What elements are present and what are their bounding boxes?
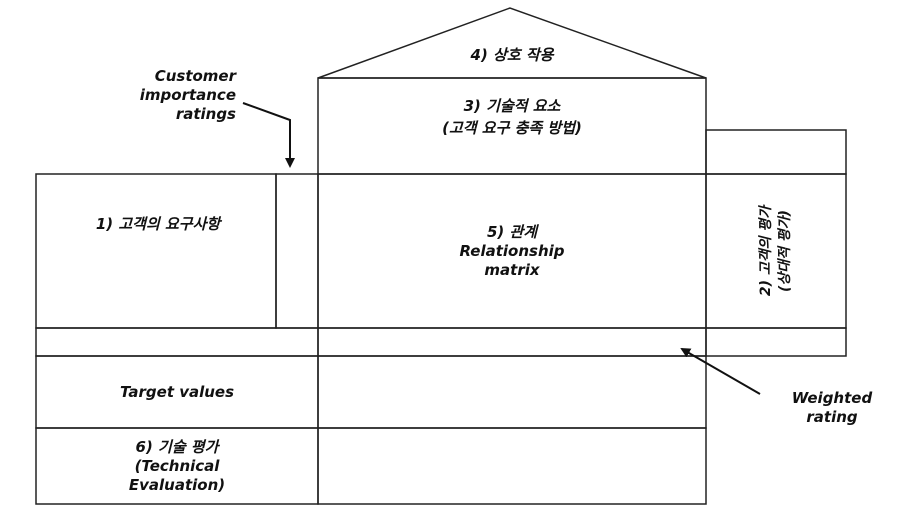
weighted-arrow	[680, 348, 761, 395]
customer-needs-box	[35, 173, 277, 329]
competitive-line1: 2) 고객의 평가	[758, 204, 774, 296]
tech-eval-cells	[317, 427, 707, 505]
weighted-rating-row-mid	[317, 327, 707, 357]
importance-line2: importance	[140, 86, 236, 104]
roof-label: 4) 상호 작용	[470, 46, 555, 64]
relationship-line2: Relationship	[459, 242, 564, 260]
customer-needs-label: 1) 고객의 요구사항	[96, 215, 223, 233]
weighted-rating-row-right	[705, 327, 847, 357]
importance-line3: ratings	[176, 105, 236, 123]
competitive-line2: (상대적 평가)	[777, 210, 793, 292]
importance-ratings-column	[275, 173, 319, 329]
target-values-cells	[317, 355, 707, 429]
importance-arrow	[242, 102, 295, 168]
roof-triangle	[317, 7, 707, 79]
weighted-line1: Weighted	[792, 389, 873, 407]
weighted-line2: rating	[806, 408, 858, 426]
technical-label-line1: 3) 기술적 요소	[464, 97, 562, 115]
weighted-rating-row-left	[35, 327, 319, 357]
competitive-header-box	[705, 129, 847, 175]
tech-eval-line3: Evaluation)	[129, 476, 225, 494]
importance-line1: Customer	[155, 67, 238, 85]
target-values-label: Target values	[120, 383, 234, 401]
tech-eval-line1: 6) 기술 평가	[136, 438, 221, 456]
tech-eval-line2: (Technical	[135, 457, 221, 475]
technical-label-line2: (고객 요구 충족 방법)	[442, 119, 582, 137]
competitive-assessment-box	[705, 173, 847, 329]
relationship-line3: matrix	[484, 261, 540, 279]
relationship-line1: 5) 관계	[487, 223, 539, 241]
